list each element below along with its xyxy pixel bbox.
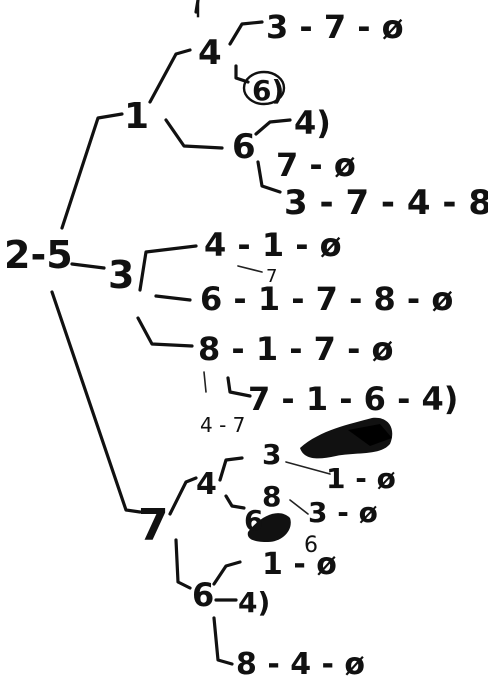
path-6-7-empty: 7 - ø (276, 146, 356, 184)
path-1-empty: 1 - ø (326, 462, 396, 495)
path-4-close: 4) (238, 586, 270, 619)
stroke-8-3 (289, 499, 309, 515)
note-6: 6 (304, 533, 318, 558)
stroke-3-1 (285, 461, 331, 475)
note-4-7: 4 - 7 (200, 413, 245, 437)
node-7-6: 6 (192, 576, 214, 614)
small-tick (203, 371, 207, 393)
path-1-empty-b: 1 - ø (262, 547, 337, 582)
path-3-7-4-8: 3 - 7 - 4 - 8( (284, 183, 488, 223)
connector-lines (50, 0, 292, 666)
path-6-1-7-8-empty: 6 - 1 - 7 - 8 - ø (200, 280, 453, 318)
node-1-6: 6 (232, 127, 256, 167)
path-8-4-empty: 8 - 4 - ø (236, 647, 365, 682)
node-1: 1 (124, 96, 149, 137)
node-7-4-6: 6 (244, 504, 263, 537)
circled-6: 6) (242, 70, 286, 107)
path-3-7-empty: 3 - 7 - ø (266, 8, 404, 46)
top-stub: | (194, 0, 202, 18)
root-node: 2-5 (4, 233, 73, 277)
path-6-4: 4) (294, 104, 331, 142)
note-7: 7 (266, 266, 277, 287)
circled-6-label: 6) (252, 74, 284, 107)
path-8: 8 (262, 480, 281, 513)
path-8-1-7-empty: 8 - 1 - 7 - ø (198, 330, 393, 368)
node-7-4: 4 (196, 467, 217, 502)
path-4-1-empty: 4 - 1 - ø (204, 226, 342, 264)
node-3: 3 (108, 253, 134, 297)
path-7-1-6-4: 7 - 1 - 6 - 4) (248, 380, 458, 418)
node-1-4: 4 (198, 33, 222, 73)
scribble-blot (300, 417, 393, 459)
path-3: 3 (262, 438, 281, 471)
node-7: 7 (138, 500, 169, 551)
scribble-blot-small (247, 513, 291, 542)
path-3-empty: 3 - ø (308, 496, 378, 529)
note-7-stroke (237, 265, 263, 273)
